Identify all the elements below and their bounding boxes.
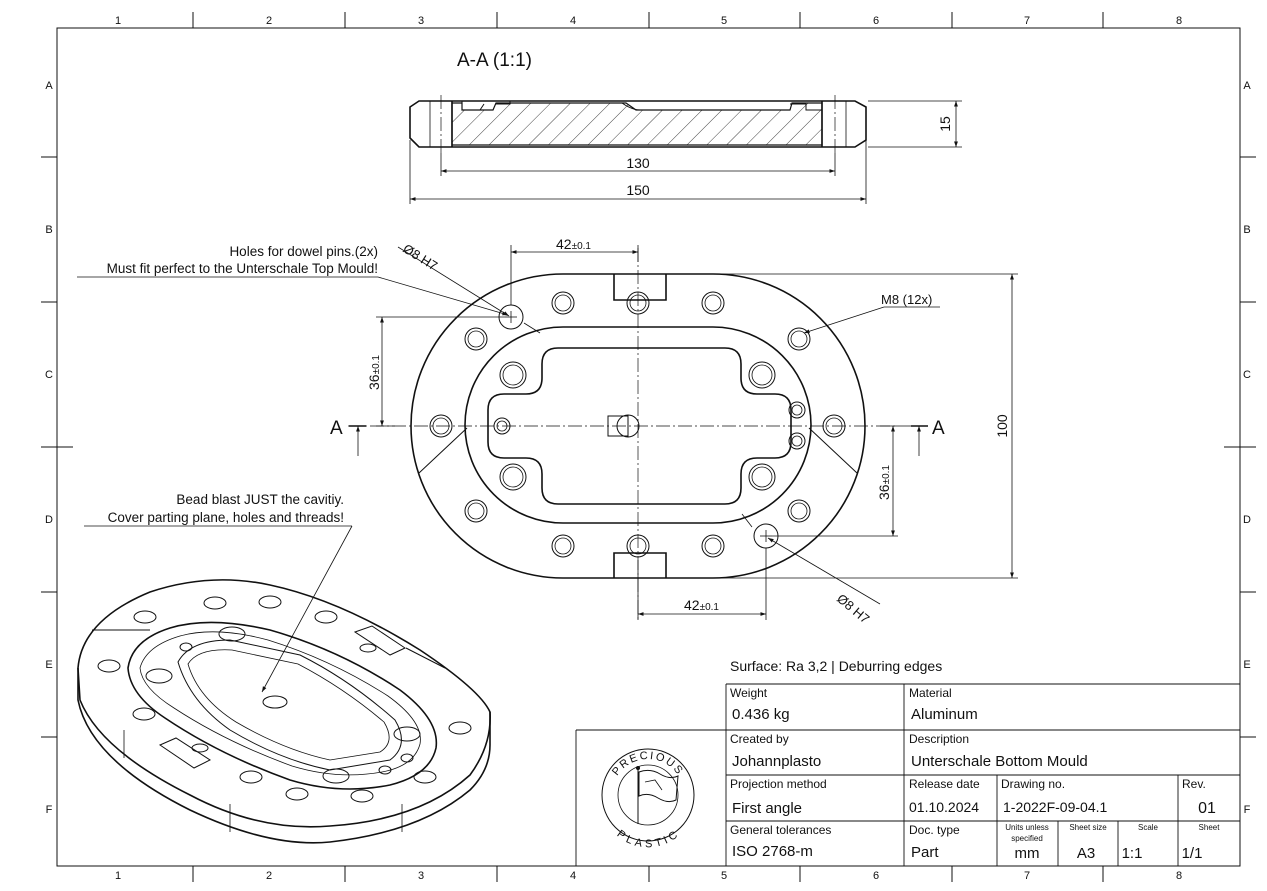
- zone-col-4-bottom: 4: [570, 870, 576, 882]
- blast-note-line2: Cover parting plane, holes and threads!: [108, 510, 344, 525]
- drawing-no-label: Drawing no.: [1001, 777, 1065, 791]
- material-label: Material: [909, 686, 952, 700]
- zone-col-1-bottom: 1: [115, 870, 121, 882]
- zone-col-7: 7: [1024, 15, 1030, 27]
- section-title: A-A (1:1): [457, 50, 532, 71]
- zone-col-3: 3: [418, 15, 424, 27]
- rev-value: 01: [1198, 800, 1216, 817]
- zone-row-b-right: B: [1243, 224, 1250, 236]
- section-mark-left: A: [330, 418, 343, 439]
- zone-col-5: 5: [721, 15, 727, 27]
- zone-col-2: 2: [266, 15, 272, 27]
- logo-text-top: PRECIOUS: [610, 750, 686, 778]
- sheet-value: 1/1: [1182, 845, 1203, 862]
- zone-col-6: 6: [873, 15, 879, 27]
- zone-col-6-bottom: 6: [873, 870, 879, 882]
- tolerances-value: ISO 2768-m: [732, 843, 813, 860]
- weight-value: 0.436 kg: [732, 706, 790, 723]
- units-value: mm: [1015, 845, 1040, 862]
- notes: Holes for dowel pins.(2x) Must fit perfe…: [77, 244, 942, 693]
- m8-threaded-holes: [429, 291, 846, 558]
- dim-42-bottom: 42±0.1: [684, 597, 719, 613]
- zone-row-labels-right: A B C D E F: [1243, 80, 1251, 816]
- zone-col-8-bottom: 8: [1176, 870, 1182, 882]
- doc-type-value: Part: [911, 844, 939, 861]
- holes-note-line2: Must fit perfect to the Unterschale Top …: [107, 261, 378, 276]
- surface-note: Surface: Ra 3,2 | Deburring edges: [730, 658, 942, 674]
- zone-row-a-right: A: [1243, 80, 1251, 92]
- zone-col-7-bottom: 7: [1024, 870, 1030, 882]
- zone-column-labels-bottom: 1 2 3 4 5 6 7 8: [115, 870, 1182, 882]
- zone-row-b: B: [45, 224, 52, 236]
- zone-col-4: 4: [570, 15, 576, 27]
- zone-col-1: 1: [115, 15, 121, 27]
- sheet-label: Sheet: [1199, 823, 1221, 832]
- scale-label: Scale: [1138, 823, 1159, 832]
- zone-row-e: E: [45, 659, 52, 671]
- release-date-value: 01.10.2024: [909, 799, 979, 815]
- holes-note-line1: Holes for dowel pins.(2x): [229, 244, 378, 259]
- dim-36-left: 36±0.1: [366, 355, 382, 390]
- projection-value: First angle: [732, 800, 802, 817]
- zone-row-d: D: [45, 514, 53, 526]
- zone-row-f: F: [46, 804, 53, 816]
- zone-row-c-right: C: [1243, 369, 1251, 381]
- title-block: Weight 0.436 kg Material Aluminum Create…: [575, 683, 1240, 866]
- dowel-label-top: Ø8 H7: [400, 241, 440, 274]
- zone-row-f-right: F: [1244, 804, 1251, 816]
- zone-col-8: 8: [1176, 15, 1182, 27]
- section-view: A-A (1:1) 130 150 15: [409, 50, 962, 204]
- weight-label: Weight: [730, 686, 768, 700]
- zone-row-d-right: D: [1243, 514, 1251, 526]
- sheet-size-value: A3: [1077, 845, 1095, 862]
- created-by-value: Johannplasto: [732, 753, 821, 770]
- scale-value: 1:1: [1122, 845, 1143, 862]
- projection-label: Projection method: [730, 777, 827, 791]
- blast-note-line1: Bead blast JUST the cavitiy.: [176, 492, 344, 507]
- logo-text-bottom: PLASTIC: [615, 828, 682, 850]
- dim-100: 100: [994, 414, 1010, 438]
- drawing-frame: [41, 12, 1256, 882]
- plan-view: 42±0.1 42±0.1 36±0.1 36±0.1 100 Ø8 H7: [330, 236, 1018, 626]
- isometric-view: [77, 579, 491, 844]
- zone-col-5-bottom: 5: [721, 870, 727, 882]
- units-label-2: specified: [1011, 834, 1043, 843]
- precious-plastic-logo: PRECIOUS PLASTIC: [601, 748, 695, 850]
- dim-15: 15: [937, 116, 953, 132]
- zone-row-c: C: [45, 369, 53, 381]
- zone-row-a: A: [45, 80, 53, 92]
- description-label: Description: [909, 732, 969, 746]
- dim-130: 130: [626, 155, 650, 171]
- flag-icon: [636, 766, 679, 824]
- dim-150: 150: [626, 182, 650, 198]
- zone-row-e-right: E: [1243, 659, 1250, 671]
- doc-type-label: Doc. type: [909, 823, 960, 837]
- section-mark-right: A: [932, 418, 945, 439]
- description-value: Unterschale Bottom Mould: [911, 753, 1088, 770]
- tolerances-label: General tolerances: [730, 823, 831, 837]
- zone-col-2-bottom: 2: [266, 870, 272, 882]
- zone-column-labels-top: 1 2 3 4 5 6 7 8: [115, 15, 1182, 27]
- thread-label: M8 (12x): [881, 292, 932, 307]
- dim-42-top: 42±0.1: [556, 236, 591, 252]
- units-label-1: Units unless: [1005, 823, 1049, 832]
- drawing-no-value: 1-2022F-09-04.1: [1003, 799, 1108, 815]
- zone-row-labels-left: A B C D E F: [45, 80, 53, 816]
- zone-col-3-bottom: 3: [418, 870, 424, 882]
- sheet-size-label: Sheet size: [1069, 823, 1107, 832]
- created-by-label: Created by: [730, 732, 789, 746]
- rev-label: Rev.: [1182, 777, 1206, 791]
- release-date-label: Release date: [909, 777, 980, 791]
- dim-36-right: 36±0.1: [876, 465, 892, 500]
- material-value: Aluminum: [911, 706, 978, 723]
